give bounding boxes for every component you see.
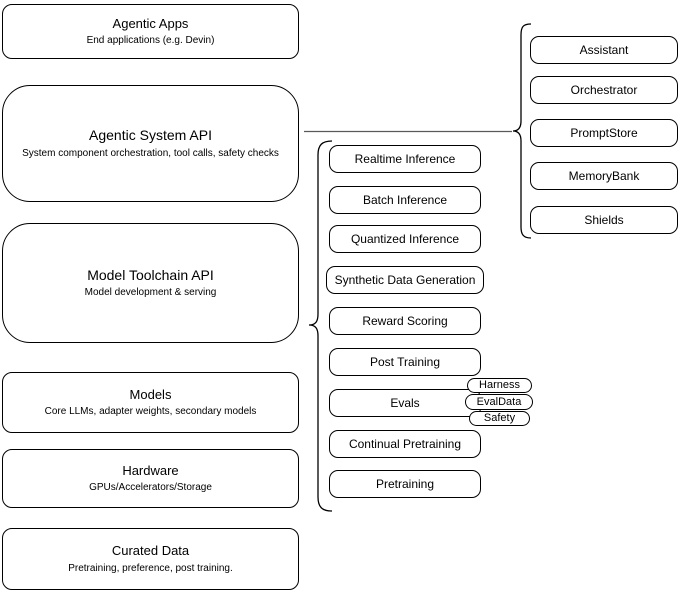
node-label: Batch Inference	[362, 193, 448, 207]
box-evals: Evals	[329, 389, 481, 417]
box-batch-inference: Batch Inference	[329, 186, 481, 214]
node-label: Synthetic Data Generation	[334, 273, 476, 287]
box-synthetic-data-generation: Synthetic Data Generation	[326, 266, 484, 294]
box-pretraining: Pretraining	[329, 470, 481, 498]
box-models: Models Core LLMs, adapter weights, secon…	[2, 372, 299, 433]
node-label: Pretraining	[375, 477, 435, 491]
box-hardware: Hardware GPUs/Accelerators/Storage	[2, 449, 299, 508]
box-curated-data: Curated Data Pretraining, preference, po…	[2, 528, 299, 590]
box-model-toolchain-api: Model Toolchain API Model development & …	[2, 223, 299, 343]
box-reward-scoring: Reward Scoring	[329, 307, 481, 335]
node-subtitle: End applications (e.g. Devin)	[86, 35, 215, 47]
node-label: Assistant	[579, 43, 629, 57]
box-promptstore: PromptStore	[530, 119, 678, 147]
box-quantized-inference: Quantized Inference	[329, 225, 481, 253]
box-agentic-system-api: Agentic System API System component orch…	[2, 85, 299, 202]
node-subtitle: Pretraining, preference, post training.	[68, 562, 233, 574]
node-label: Post Training	[369, 355, 441, 369]
box-continual-pretraining: Continual Pretraining	[329, 430, 481, 458]
box-realtime-inference: Realtime Inference	[329, 145, 481, 173]
node-subtitle: System component orchestration, tool cal…	[22, 147, 279, 159]
node-label: Evals	[390, 396, 420, 410]
box-orchestrator: Orchestrator	[530, 76, 678, 104]
box-shields: Shields	[530, 206, 678, 234]
node-title: Curated Data	[111, 543, 190, 559]
node-label: Shields	[584, 213, 624, 227]
tag-label: EvalData	[476, 395, 522, 408]
node-label: Realtime Inference	[354, 152, 456, 166]
box-assistant: Assistant	[530, 36, 678, 64]
node-title: Models	[129, 386, 172, 402]
box-memorybank: MemoryBank	[530, 162, 678, 190]
node-label: PromptStore	[570, 126, 638, 140]
tag-safety: Safety	[469, 411, 530, 426]
tag-label: Safety	[483, 412, 516, 424]
node-title: Model Toolchain API	[87, 266, 214, 283]
node-label: Continual Pretraining	[348, 437, 462, 451]
node-label: Quantized Inference	[350, 232, 460, 246]
node-title: Hardware	[122, 462, 179, 478]
node-label: Orchestrator	[570, 83, 638, 97]
node-title: Agentic Apps	[112, 15, 189, 31]
node-label: Reward Scoring	[362, 314, 448, 328]
node-subtitle: Core LLMs, adapter weights, secondary mo…	[44, 406, 257, 418]
components-brace-icon	[512, 23, 532, 239]
node-title: Agentic System API	[89, 127, 212, 144]
node-subtitle: GPUs/Accelerators/Storage	[89, 482, 212, 494]
box-post-training: Post Training	[329, 348, 481, 376]
node-subtitle: Model development & serving	[84, 287, 217, 299]
node-label: MemoryBank	[568, 169, 640, 183]
tag-evaldata: EvalData	[465, 394, 533, 410]
tag-label: Harness	[479, 379, 520, 391]
box-agentic-apps: Agentic Apps End applications (e.g. Devi…	[2, 4, 299, 59]
tag-harness: Harness	[467, 378, 532, 393]
